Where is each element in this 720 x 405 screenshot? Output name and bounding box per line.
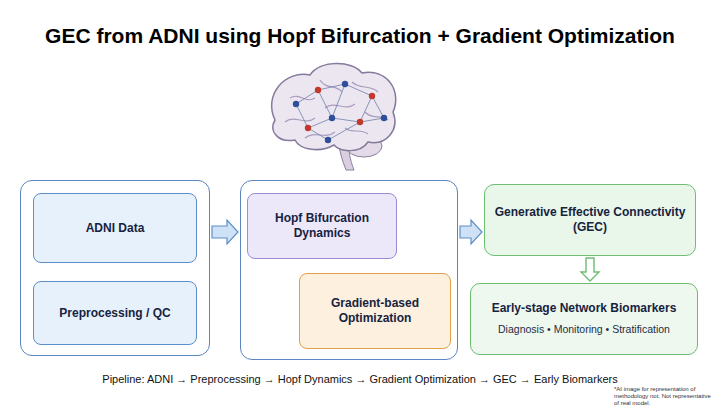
box-heading: Early-stage Network Biomarkers <box>486 301 683 316</box>
process-box: Hopf Bifurcation Dynamics <box>247 193 397 259</box>
block-arrow <box>460 220 482 244</box>
box-heading: Gradient-based Optimization <box>300 296 450 326</box>
result-box: Generative Effective Connectivity (GEC) <box>484 184 696 256</box>
biomarker-box: Early-stage Network BiomarkersDiagnosis … <box>470 283 698 355</box>
disclaimer-note: *AI image for representation of methodol… <box>614 386 714 405</box>
box-heading: Preprocessing / QC <box>53 306 176 321</box>
process-box: ADNI Data <box>33 193 197 263</box>
block-arrow <box>212 220 238 244</box>
block-arrow <box>581 258 599 281</box>
box-heading: ADNI Data <box>80 221 151 236</box>
process-box: Gradient-based Optimization <box>299 273 451 349</box>
box-heading: Hopf Bifurcation Dynamics <box>248 211 396 241</box>
group-box: Hopf Bifurcation DynamicsGradient-based … <box>240 180 458 360</box>
box-heading: Generative Effective Connectivity (GEC) <box>485 205 695 235</box>
diagram-title: GEC from ADNI using Hopf Bifurcation + G… <box>0 24 720 48</box>
pipeline-caption: Pipeline: ADNI → Preprocessing → Hopf Dy… <box>0 373 720 385</box>
process-box: Preprocessing / QC <box>33 281 197 345</box>
box-subtext: Diagnosis • Monitoring • Stratification <box>492 323 676 336</box>
group-box: ADNI DataPreprocessing / QC <box>20 180 210 356</box>
